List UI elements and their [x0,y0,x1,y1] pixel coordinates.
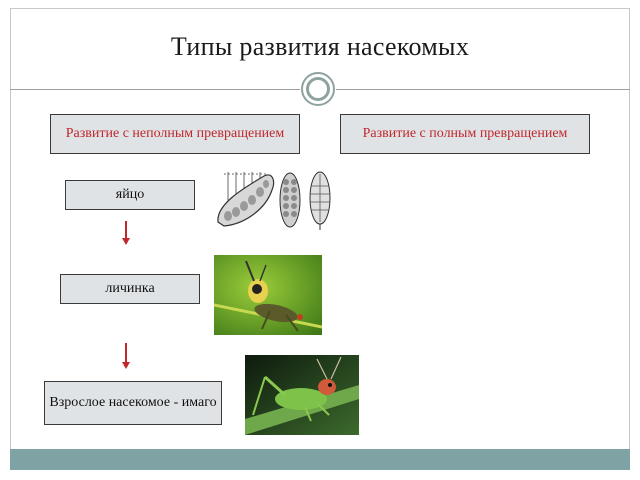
stage-egg: яйцо [65,180,195,210]
down-arrow-icon [122,221,130,245]
grasshopper-photo [245,355,359,435]
circle-divider-icon [301,72,335,106]
footer-bar [10,449,630,470]
incomplete-metamorphosis-header: Развитие с неполным превращением [50,114,300,154]
stage-adult: Взрослое насекомое - имаго [44,381,222,425]
divider-line-right [336,89,630,90]
complete-metamorphosis-header: Развитие с полным превращением [340,114,590,154]
divider-line-left [10,89,300,90]
stage-larva: личинка [60,274,200,304]
page-title: Типы развития насекомых [170,32,470,61]
down-arrow-icon [122,343,130,369]
nymph-photo [214,255,322,335]
egg-illustration [210,168,338,232]
